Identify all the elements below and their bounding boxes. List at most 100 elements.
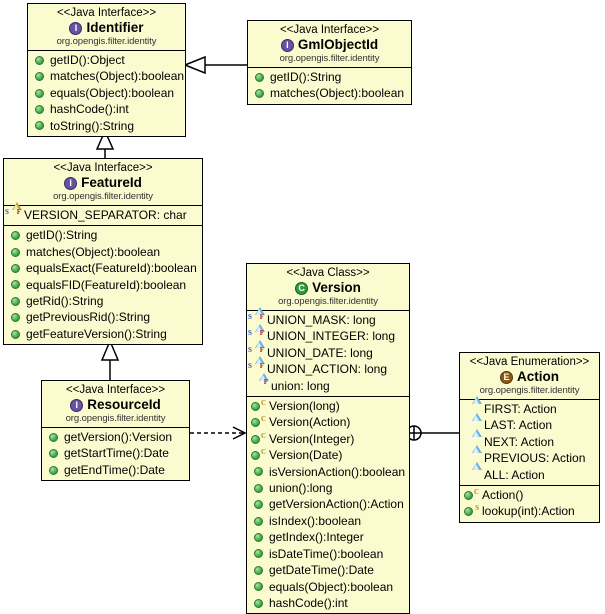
public-method-icon [254,532,263,542]
method-label: getVersion():Version [64,430,173,444]
method-label: isVersionAction():boolean [269,464,406,479]
package-label: org.opengis.filter.identity [479,385,580,396]
method-row[interactable]: getDateTime():Date [247,562,409,578]
field-label: FIRST: Action [484,402,557,416]
method-row[interactable]: getEndTime():Date [42,462,189,478]
class-name-text: Action [517,369,559,384]
method-row[interactable]: getFeatureVersion():String [4,326,202,342]
method-row[interactable]: union():long [247,480,409,496]
public-method-icon [35,72,44,82]
method-row[interactable]: getVersion():Version [42,429,189,445]
method-row[interactable]: C Action() [460,487,599,503]
final-marker: F [259,312,264,321]
public-method-icon [254,565,263,575]
method-row[interactable]: matches(Object):boolean [4,244,202,260]
method-label: matches(Object):boolean [50,69,185,84]
class-box-version[interactable]: <<Java Class>> C Version org.opengis.fil… [246,263,410,614]
final-marker: F [259,361,264,370]
class-box-resourceid[interactable]: <<Java Interface>> I ResourceId org.open… [41,380,190,482]
method-row[interactable]: getPreviousRid():String [4,309,202,325]
public-method-icon [11,296,20,306]
field-row[interactable]: NEXT: Action [460,429,599,450]
method-row[interactable]: matches(Object):boolean [248,85,411,101]
method-row[interactable]: hashCode():int [28,101,185,117]
package-label: org.opengis.filter.identity [56,36,157,47]
method-label: equals(Object):boolean [50,85,175,100]
method-row[interactable]: hashCode():int [247,595,409,611]
constructor-icon: C [250,448,266,462]
class-box-identifier[interactable]: <<Java Interface>> I Identifier org.open… [27,3,186,138]
field-row[interactable]: S F UNION_DATE: long [247,340,409,361]
constructor-marker: C [260,415,266,424]
public-method-icon [254,582,263,592]
method-label: equalsExact(FeatureId):boolean [26,261,197,276]
method-row[interactable]: getID():String [4,227,202,243]
methods-compartment: getID():String matches(Object):boolean [248,68,411,104]
class-box-action[interactable]: <<Java Enumeration>> E Action org.opengi… [459,352,600,523]
class-box-featureid[interactable]: <<Java Interface>> I FeatureId org.openg… [3,158,203,346]
method-row[interactable]: getRid():String [4,293,202,309]
package-label: org.opengis.filter.identity [279,53,380,64]
field-row[interactable]: FIRST: Action [460,396,599,417]
class-box-gmlobjectid[interactable]: <<Java Interface>> I GmlObjectId org.ope… [247,20,412,105]
field-row[interactable]: S F UNION_MASK: long [247,307,409,328]
method-row[interactable]: isVersionAction():boolean [247,464,409,480]
method-row[interactable]: equalsFID(FeatureId):boolean [4,277,202,293]
constructor-icon: C [250,432,266,446]
field-row[interactable]: PREVIOUS: Action [460,445,599,466]
method-row[interactable]: getStartTime():Date [42,445,189,461]
field-row[interactable]: LAST: Action [460,412,599,433]
method-label: getID():Object [50,53,125,67]
class-header: <<Java Class>> C Version org.opengis.fil… [247,264,409,311]
method-row[interactable]: matches(Object):boolean [28,68,185,84]
method-row[interactable]: C Version(long) [247,398,409,414]
method-row[interactable]: isIndex():boolean [247,513,409,529]
fields-compartment: S F UNION_MASK: long S F UNION_INTEGER: … [247,307,409,396]
method-row[interactable]: getID():Object [28,52,185,68]
method-row[interactable]: isDateTime():boolean [247,546,409,562]
public-method-icon [254,598,263,608]
public-method-icon [35,121,44,131]
final-field-icon: F [252,372,269,392]
stereotype-label: <<Java Interface>> [56,7,157,19]
public-method-icon [49,465,58,475]
method-row[interactable]: equals(Object):boolean [247,579,409,595]
constructor-icon: C [250,399,266,413]
class-name-text: ResourceId [87,397,161,412]
method-label: matches(Object):boolean [270,86,405,101]
field-row[interactable]: S F UNION_INTEGER: long [247,323,409,344]
public-method-icon [11,231,20,241]
field-label: union: long [271,378,330,393]
method-row[interactable]: equals(Object):boolean [28,85,185,101]
public-method-icon [11,313,20,323]
interface-icon: I [280,38,294,52]
method-label: getID():String [270,70,342,84]
method-row[interactable]: C Version(Integer) [247,431,409,447]
method-label: Version(Date) [269,448,343,463]
field-row[interactable]: S F UNION_ACTION: long [247,356,409,377]
field-row[interactable]: S F VERSION_SEPARATOR: char [4,202,202,223]
public-method-icon [35,104,44,114]
method-label: getFeatureVersion():String [26,326,167,341]
method-row[interactable]: getVersionAction():Action [247,496,409,512]
public-method-icon [49,432,58,442]
field-row[interactable]: ALL: Action [460,461,599,483]
interface-icon: I [70,398,84,412]
static-final-field-icon: S F [248,356,265,376]
method-row[interactable]: toString():String [28,118,185,134]
method-row[interactable]: getID():String [248,69,411,85]
method-label: equalsFID(FeatureId):boolean [26,277,187,292]
method-label: Version(long) [269,399,340,414]
method-label: getVersionAction():Action [269,497,404,512]
method-label: Version(Integer) [269,431,355,446]
method-row[interactable]: C Version(Action) [247,414,409,430]
field-label: UNION_ACTION: long [267,362,388,377]
method-row[interactable]: equalsExact(FeatureId):boolean [4,260,202,276]
public-method-icon [11,280,20,290]
public-method-icon [35,88,44,98]
method-row[interactable]: C Version(Date) [247,447,409,463]
field-row[interactable]: F union: long [247,372,409,394]
method-row[interactable]: S lookup(int):Action [460,503,599,519]
method-row[interactable]: getIndex():Integer [247,529,409,545]
